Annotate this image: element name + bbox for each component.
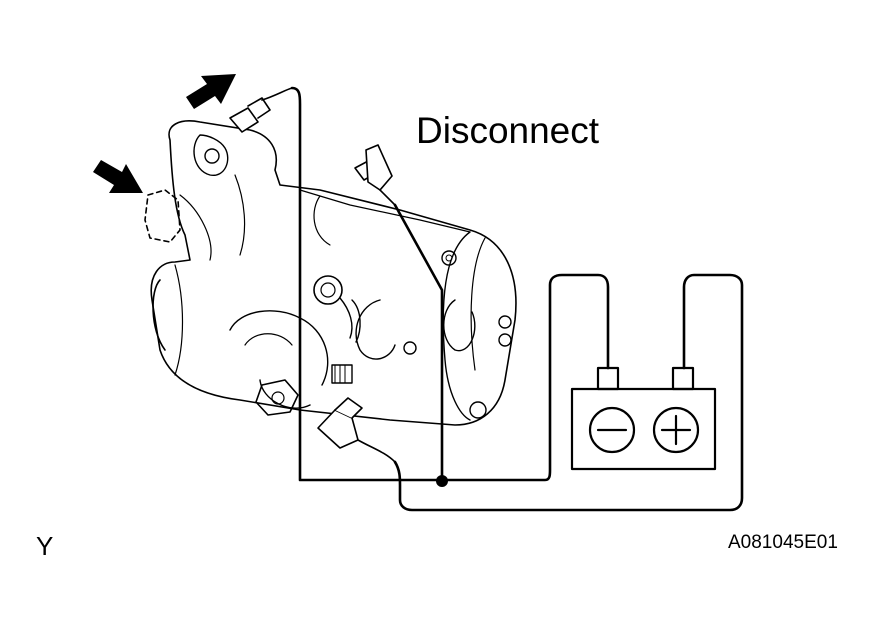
battery bbox=[570, 366, 717, 471]
disconnected-connector-top bbox=[229, 87, 293, 133]
disconnect-label: Disconnect bbox=[416, 110, 600, 151]
terminal-50-connector bbox=[317, 397, 396, 463]
starter-motor bbox=[144, 120, 517, 426]
disconnected-connector-mid bbox=[354, 144, 396, 206]
arrow-icon-top bbox=[186, 74, 236, 109]
battery-positive-icon bbox=[652, 406, 700, 454]
test-leads bbox=[290, 86, 744, 512]
battery-negative-icon bbox=[588, 406, 636, 454]
figure-code: A081045E01 bbox=[728, 532, 838, 553]
arrow-icon-left bbox=[93, 160, 143, 193]
junction-dot bbox=[436, 475, 448, 487]
view-label: Y bbox=[36, 531, 54, 561]
